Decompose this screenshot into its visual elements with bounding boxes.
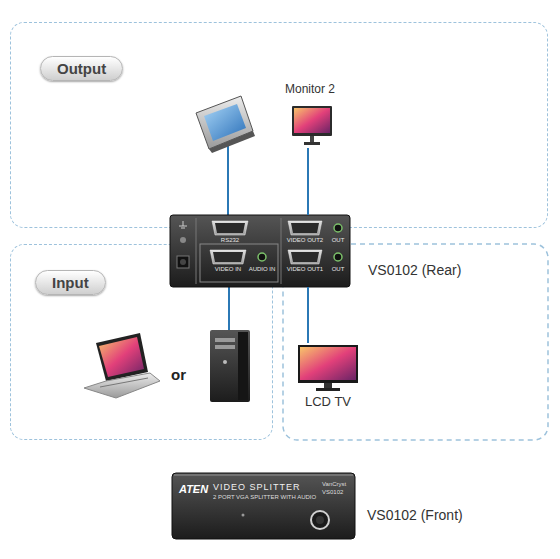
laptop-icon — [84, 333, 160, 398]
audio-jack — [334, 253, 342, 261]
port-label: RS232 — [221, 237, 239, 244]
monitor-frame — [292, 106, 332, 136]
touch-monitor — [196, 96, 255, 153]
pc-side — [238, 332, 248, 400]
product-subtitle: 2 PORT VGA SPLITTER WITH AUDIO — [213, 494, 316, 501]
power-button — [316, 516, 324, 524]
region-title: Input — [35, 270, 106, 295]
splitter-rear — [170, 215, 350, 287]
ground-symbol — [181, 228, 185, 229]
product-name: VIDEO SPLITTER — [213, 482, 301, 492]
laptop-base — [84, 373, 160, 398]
device-highlight — [174, 474, 353, 476]
monitor-stand — [310, 136, 314, 142]
pc-button — [223, 360, 227, 364]
region-title: Output — [40, 56, 123, 81]
model-number: VS0102 — [322, 489, 343, 496]
tv-stand — [324, 383, 332, 388]
monitor-screen — [294, 108, 330, 133]
tv-base — [316, 388, 340, 391]
series-name: VanCryst — [322, 481, 346, 488]
output-region: OutputMonitor 2 — [10, 22, 548, 228]
port-label: VIDEO OUT1 — [287, 266, 323, 273]
power-button — [311, 511, 329, 529]
pc-tower-icon — [210, 330, 250, 402]
monitor-frame — [196, 96, 253, 149]
device-label: LCD TV — [305, 395, 351, 410]
video-cable — [307, 148, 309, 215]
laptop-lid — [96, 333, 148, 381]
panel-divider — [281, 218, 282, 284]
db9-port — [212, 221, 248, 235]
pc-drive — [215, 345, 235, 349]
vga-port — [288, 250, 322, 264]
vga-port — [291, 223, 319, 233]
panel-divider — [196, 218, 197, 284]
splitter-front — [172, 473, 355, 539]
power-jack — [180, 259, 186, 265]
vga-port — [213, 252, 243, 262]
audio-jack — [334, 224, 342, 232]
monitor-screen — [204, 104, 246, 141]
or-label: or — [171, 366, 186, 383]
tv-screen — [300, 347, 356, 380]
screw — [180, 237, 186, 243]
tv-frame — [298, 345, 358, 383]
laptop-keyboard — [100, 378, 148, 387]
vga-port — [291, 252, 319, 262]
input-outline — [200, 244, 278, 282]
port-label: VIDEO OUT2 — [287, 237, 323, 244]
pc-case — [210, 330, 250, 402]
monitor-base — [304, 142, 320, 145]
brand-logo: ATEN — [179, 483, 208, 496]
monitor-cable — [227, 146, 229, 215]
monitor-icon — [292, 106, 332, 145]
device-label: Monitor 2 — [285, 83, 335, 97]
led — [242, 514, 245, 517]
device-body — [172, 473, 355, 539]
port-label: VIDEO IN — [215, 266, 241, 273]
input-cable — [228, 287, 230, 330]
view-label: VS0102 (Rear) — [368, 262, 461, 278]
tv-icon — [298, 345, 358, 391]
laptop-screen — [99, 337, 144, 377]
vga-port — [210, 250, 246, 264]
video-cable — [307, 287, 309, 343]
vga-port — [288, 221, 322, 235]
audio-jack — [258, 253, 266, 261]
view-label: VS0102 (Front) — [367, 507, 463, 523]
db9-port — [215, 223, 245, 233]
port-label: AUDIO IN — [249, 266, 276, 273]
port-label: OUT — [332, 237, 345, 244]
power-jack — [177, 256, 189, 268]
pc-drive — [215, 338, 235, 342]
port-label: OUT — [332, 266, 345, 273]
monitor-base — [209, 131, 255, 153]
device-body — [170, 215, 350, 287]
ground-symbol — [183, 221, 184, 226]
ground-symbol — [179, 226, 187, 227]
